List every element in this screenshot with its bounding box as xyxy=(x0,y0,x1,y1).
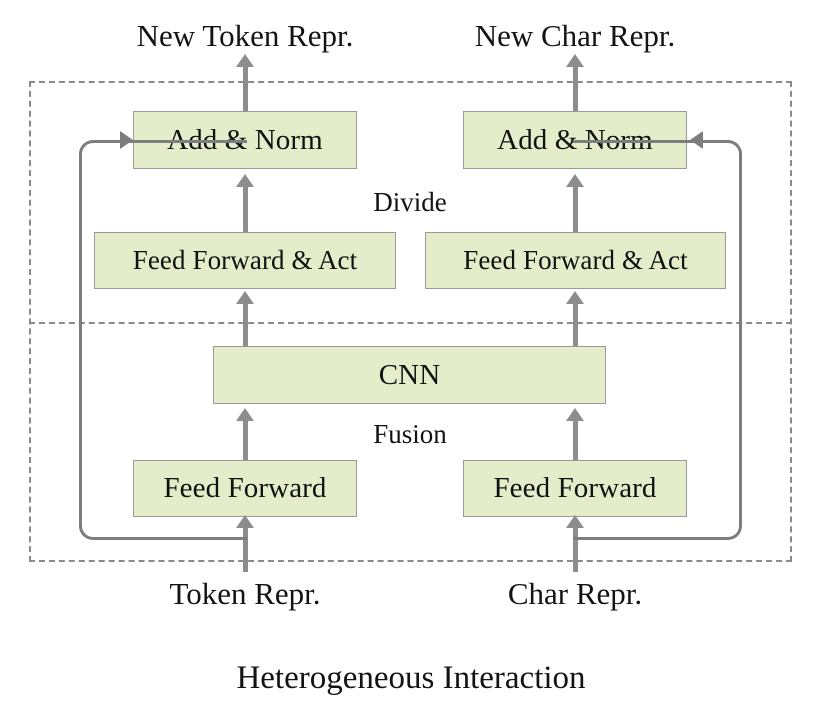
node-feed-forward-left-label: Feed Forward xyxy=(163,472,327,504)
arrow-head-ffn-left-to-cnn xyxy=(236,408,254,421)
arrow-head-char-repr-to-ffn-right xyxy=(566,515,584,528)
arrow-line-add-norm-right-to-output xyxy=(573,62,578,112)
heterogeneous-interaction-boundary xyxy=(29,81,792,562)
arrow-head-add-norm-right-to-output xyxy=(566,54,584,67)
node-feed-forward-act-right[interactable]: Feed Forward & Act xyxy=(425,232,726,289)
arrow-line-ffn-right-to-cnn xyxy=(573,418,578,462)
arrow-head-ffn-act-left-to-add-norm xyxy=(236,174,254,187)
figure-title: Heterogeneous Interaction xyxy=(236,660,586,696)
arrow-head-token-repr-to-ffn-left xyxy=(236,515,254,528)
arrow-head-cnn-to-ffn-act-right xyxy=(566,291,584,304)
node-feed-forward-act-left[interactable]: Feed Forward & Act xyxy=(94,232,396,289)
arrow-head-ffn-act-right-to-add-norm xyxy=(566,174,584,187)
arrow-head-add-norm-left-to-output xyxy=(236,54,254,67)
stage-label-fusion: Fusion xyxy=(373,419,447,449)
residual-connection-right xyxy=(573,140,742,540)
arrow-line-token-repr-to-ffn-left xyxy=(243,524,248,572)
residual-arrow-head-right xyxy=(690,131,703,149)
arrow-line-add-norm-left-to-output xyxy=(243,62,248,112)
output-label-new-char-repr: New Char Repr. xyxy=(474,18,676,53)
arrow-line-cnn-to-ffn-act-left xyxy=(243,300,248,346)
divide-fusion-separator xyxy=(29,322,792,324)
input-label-token-repr: Token Repr. xyxy=(169,576,321,611)
node-cnn-label: CNN xyxy=(378,358,441,391)
output-label-new-token-repr: New Token Repr. xyxy=(136,18,354,53)
arrow-line-ffn-act-right-to-add-norm xyxy=(573,183,578,233)
arrow-head-cnn-to-ffn-act-left xyxy=(236,291,254,304)
arrow-line-cnn-to-ffn-act-right xyxy=(573,300,578,346)
stage-label-divide: Divide xyxy=(373,187,447,217)
node-feed-forward-right-label: Feed Forward xyxy=(493,472,657,504)
node-feed-forward-right[interactable]: Feed Forward xyxy=(463,460,687,517)
arrow-line-ffn-act-left-to-add-norm xyxy=(243,183,248,233)
arrow-line-char-repr-to-ffn-right xyxy=(573,524,578,572)
arrow-line-ffn-left-to-cnn xyxy=(243,418,248,462)
residual-connection-left xyxy=(79,140,247,540)
node-feed-forward-act-left-label: Feed Forward & Act xyxy=(132,245,358,275)
node-cnn[interactable]: CNN xyxy=(213,346,606,404)
node-feed-forward-act-right-label: Feed Forward & Act xyxy=(463,245,688,275)
input-label-char-repr: Char Repr. xyxy=(507,576,643,611)
arrow-head-ffn-right-to-cnn xyxy=(566,408,584,421)
residual-arrow-head-left xyxy=(120,131,133,149)
